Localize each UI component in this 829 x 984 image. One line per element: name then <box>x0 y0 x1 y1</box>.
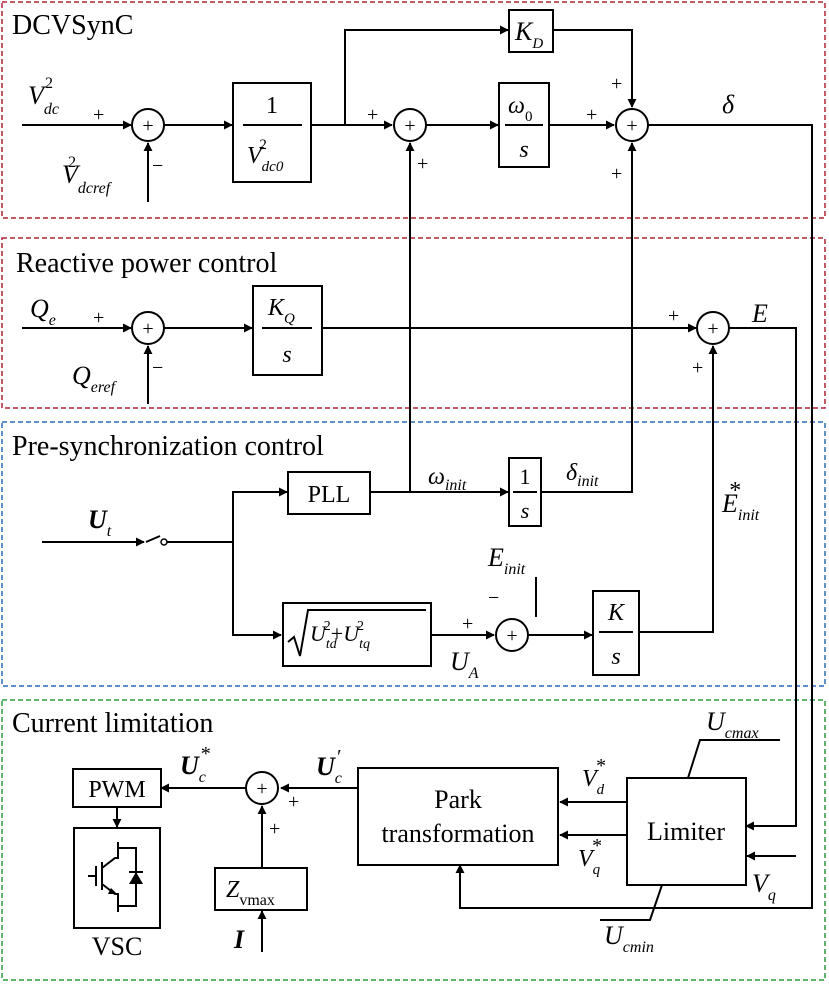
qe-label: Qe <box>30 294 56 329</box>
delta-init-label: δinit <box>566 460 599 490</box>
sum-junction-e-symbol: + <box>707 318 718 340</box>
pwm-block <box>72 768 162 808</box>
vsc-igbt-icon <box>73 827 161 929</box>
limiter-block <box>626 777 747 886</box>
dcvsync-frame <box>1 1 826 219</box>
sum-junction-vdc-symbol: + <box>142 115 153 137</box>
uc-star-label: Uc* <box>180 743 210 786</box>
omega-init-label: ωinit <box>428 464 467 494</box>
vsc-label: VSC <box>92 932 143 961</box>
sum7-plus-bottom: + <box>269 818 280 840</box>
pll-label: PLL <box>308 482 351 508</box>
magnitude-formula: Utd2+Utq2 <box>310 619 370 652</box>
einit-label: Einit <box>487 543 526 578</box>
park-transformation-block <box>357 767 559 866</box>
sum4-minus-sign: − <box>152 357 163 379</box>
vq-input-label: Vq <box>752 869 776 904</box>
ucmax-label: Ucmax <box>706 707 759 742</box>
inverse-vdc0-numerator: 1 <box>266 93 278 119</box>
uc-prime-label: Uc′ <box>316 746 342 787</box>
zvmax-label: Zvmax <box>226 877 275 909</box>
pwm-label: PWM <box>88 777 145 803</box>
reactive-title: Reactive power control <box>16 248 277 279</box>
switch-blade <box>145 535 161 543</box>
switch-contact <box>160 538 168 546</box>
sum6-plus-sign: + <box>462 613 473 635</box>
sum-junction-ua-symbol: + <box>506 625 517 647</box>
sum3-plus-left: + <box>586 104 597 126</box>
sum7-plus-right: + <box>288 791 299 813</box>
integrator-denominator: s <box>521 498 530 523</box>
vq-star-label: Vq* <box>578 835 602 878</box>
kq-numerator: KQ <box>267 295 295 327</box>
omega0-numerator: ω0 <box>508 93 532 125</box>
k-numerator: K <box>607 600 626 626</box>
integrator-numerator: 1 <box>520 464 531 489</box>
sum2-plus-left: + <box>367 104 378 126</box>
presync-title: Pre-synchronization control <box>12 431 324 462</box>
sum5-plus-bottom: + <box>692 357 703 379</box>
sum1-minus-sign: − <box>152 155 163 177</box>
inverse-vdc0-denominator: Vdc02 <box>247 137 284 175</box>
omega0-denominator: s <box>519 137 528 163</box>
kd-label: KD <box>514 17 543 52</box>
sum-junction-uc-symbol: + <box>256 778 267 800</box>
sum-junction-delta-symbol: + <box>626 115 637 137</box>
delta-label: δ <box>722 90 735 119</box>
sum-junction-q-symbol: + <box>142 318 153 340</box>
ua-label: UA <box>450 647 479 682</box>
sum2-plus-bottom: + <box>417 153 428 175</box>
sum5-plus-left: + <box>668 305 679 327</box>
e-label: E <box>751 299 768 328</box>
kq-integrator-block <box>252 285 323 376</box>
sum6-minus-sign: − <box>488 587 499 609</box>
limiter-label: Limiter <box>647 817 725 846</box>
ucmin-label: Ucmin <box>604 921 654 956</box>
sqrt-symbol <box>287 609 426 657</box>
pll-block <box>287 471 371 515</box>
vdcref-label: Vdcref2 <box>62 154 113 197</box>
sum1-plus-sign: + <box>93 104 104 126</box>
park-line1: Park <box>434 785 482 814</box>
qeref-label: Qeref <box>72 361 118 396</box>
reactive-frame <box>1 237 826 409</box>
i-label: I <box>233 925 245 954</box>
current-limitation-frame <box>1 699 826 981</box>
park-line2: transformation <box>381 819 534 848</box>
einit-star-label: Einit* <box>721 478 760 524</box>
ut-label: Ut <box>88 505 112 540</box>
vdc-label: Vdc2 <box>28 75 59 118</box>
sum3-plus-top: + <box>611 73 622 95</box>
zvmax-block <box>214 867 308 911</box>
dcvsync-title: DCVSynC <box>12 10 133 41</box>
current-limitation-title: Current limitation <box>12 708 213 739</box>
sum-junction-omega-symbol: + <box>404 115 415 137</box>
vd-star-label: Vd* <box>582 755 606 798</box>
kq-denominator: s <box>282 342 291 368</box>
sum3-plus-bottom: + <box>611 163 622 185</box>
k-denominator: s <box>611 644 620 670</box>
presync-frame <box>1 421 826 687</box>
inverse-vdc0-block <box>232 82 312 183</box>
sum4-plus-sign: + <box>93 307 104 329</box>
